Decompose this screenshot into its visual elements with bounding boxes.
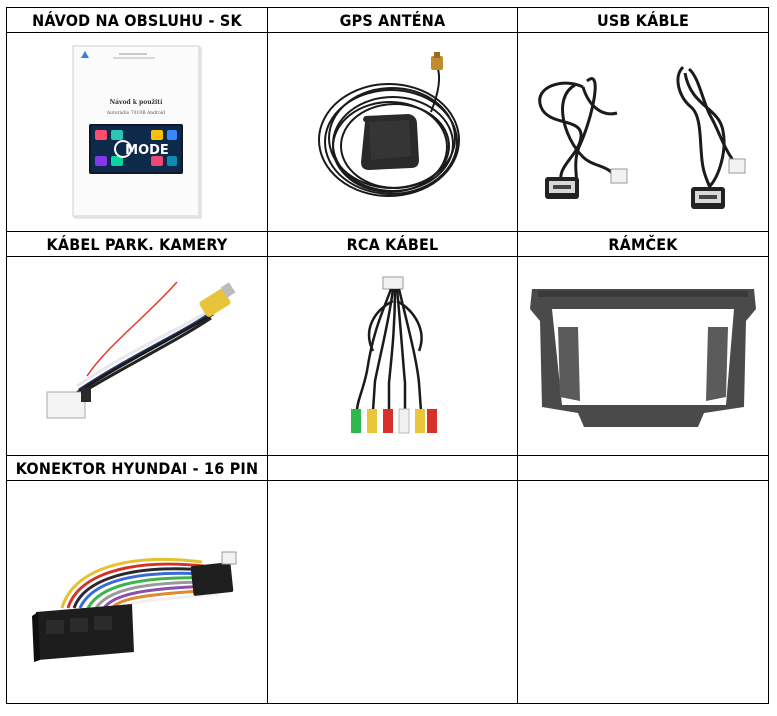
cell-image-gps-antenna bbox=[267, 32, 518, 232]
rca-cable-image bbox=[350, 276, 437, 434]
image-row-1: Návod k použití Autorádio 7010B Android … bbox=[6, 32, 769, 232]
header-row-3: KONEKTOR HYUNDAI - 16 PIN bbox=[6, 455, 769, 481]
manual-subheading: Autorádio 7010B Android bbox=[106, 109, 165, 116]
manual-booklet-image: Návod k použití Autorádio 7010B Android … bbox=[72, 45, 202, 219]
gps-antenna-image bbox=[317, 52, 460, 197]
cell-image-empty-2 bbox=[517, 480, 769, 704]
cell-image-hyundai-connector bbox=[6, 480, 268, 704]
cell-title-usb-cables: USB KÁBLE bbox=[517, 7, 769, 33]
image-row-3 bbox=[6, 480, 769, 704]
manual-screen-brand: MODE bbox=[125, 143, 169, 158]
image-row-2 bbox=[6, 256, 769, 456]
hyundai-connector-image bbox=[32, 551, 237, 662]
cell-title-empty-1 bbox=[267, 455, 518, 481]
cell-image-frame bbox=[517, 256, 769, 456]
usb-cables-image bbox=[538, 65, 746, 209]
header-row-2: KÁBEL PARK. KAMERY RCA KÁBEL RÁMČEK bbox=[6, 231, 769, 257]
cell-title-gps-antenna: GPS ANTÉNA bbox=[267, 7, 518, 33]
dash-frame-image bbox=[530, 289, 756, 427]
cell-image-manual: Návod k použití Autorádio 7010B Android … bbox=[6, 32, 268, 232]
cell-title-hyundai-connector: KONEKTOR HYUNDAI - 16 PIN bbox=[6, 455, 268, 481]
accessories-table: NÁVOD NA OBSLUHU - SK GPS ANTÉNA USB KÁB… bbox=[6, 7, 769, 704]
cell-title-frame: RÁMČEK bbox=[517, 231, 769, 257]
manual-heading: Návod k použití bbox=[110, 99, 163, 106]
cell-image-rca-cable bbox=[267, 256, 518, 456]
cell-title-parking-camera-cable: KÁBEL PARK. KAMERY bbox=[6, 231, 268, 257]
cell-image-parking-camera-cable bbox=[6, 256, 268, 456]
cell-image-usb-cables bbox=[517, 32, 769, 232]
cell-image-empty-1 bbox=[267, 480, 518, 704]
header-row-1: NÁVOD NA OBSLUHU - SK GPS ANTÉNA USB KÁB… bbox=[6, 7, 769, 33]
parking-camera-cable-image bbox=[46, 281, 236, 419]
cell-title-empty-2 bbox=[517, 455, 769, 481]
cell-title-rca-cable: RCA KÁBEL bbox=[267, 231, 518, 257]
cell-title-manual: NÁVOD NA OBSLUHU - SK bbox=[6, 7, 268, 33]
